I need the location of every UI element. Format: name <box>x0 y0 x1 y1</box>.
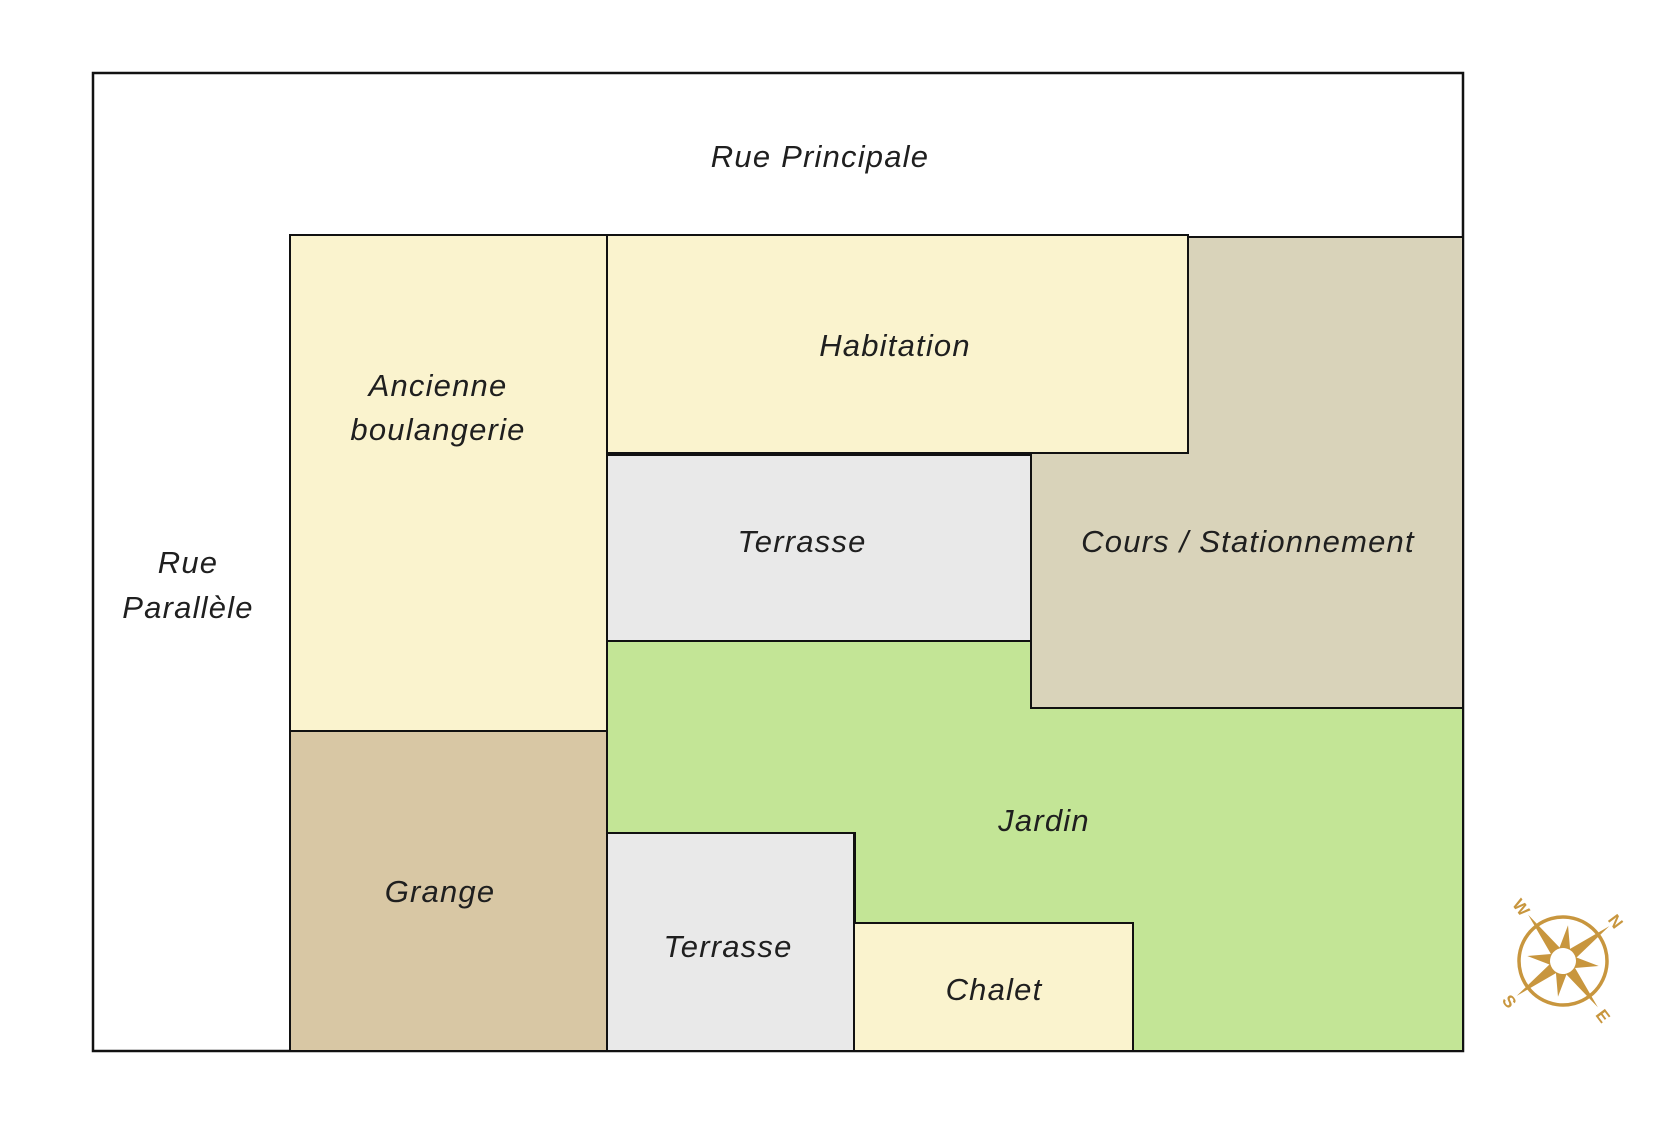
region-ancienne-boulangerie <box>289 234 608 732</box>
compass-hub <box>1550 948 1576 974</box>
label-habitation: Habitation <box>819 328 971 363</box>
label-ancienne-boulangerie-line2: boulangerie <box>350 412 525 447</box>
region-habitation <box>606 234 1189 454</box>
region-grange <box>289 730 608 1052</box>
label-grange: Grange <box>385 874 496 909</box>
region-chalet <box>853 922 1134 1052</box>
label-terrasse-upper: Terrasse <box>737 524 866 559</box>
street-label-rue-parallele-line2: Parallèle <box>122 590 253 625</box>
region-terrasse-lower <box>606 832 855 1052</box>
compass-letter-south: S <box>1498 991 1520 1011</box>
street-label-rue-parallele-line1: Rue <box>158 545 218 580</box>
region-terrasse-upper <box>606 454 1032 642</box>
compass-rose-icon: N E S W <box>1498 895 1627 1026</box>
label-chalet: Chalet <box>946 972 1043 1007</box>
label-ancienne-boulangerie-line1: Ancienne <box>367 368 508 403</box>
label-jardin: Jardin <box>997 803 1090 838</box>
compass-letter-east: E <box>1592 1006 1614 1026</box>
street-label-rue-principale: Rue Principale <box>711 139 929 174</box>
label-cours-stationnement: Cours / Stationnement <box>1081 524 1415 559</box>
compass-letter-north: N <box>1604 911 1627 932</box>
label-terrasse-lower: Terrasse <box>663 929 792 964</box>
